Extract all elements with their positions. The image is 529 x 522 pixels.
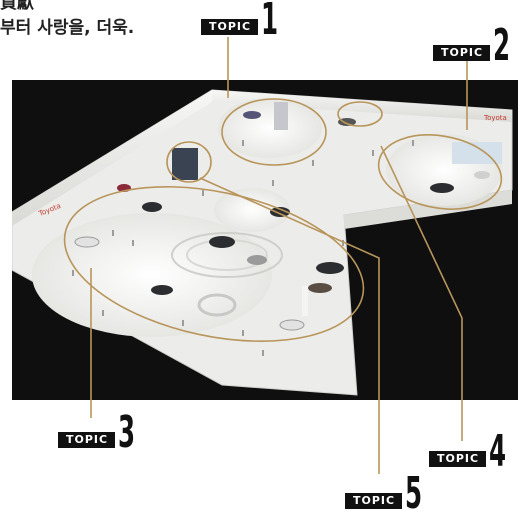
leader-topic-5 (199, 177, 380, 474)
topic-tag: TOPIC (58, 432, 116, 448)
topic-highlights (63, 98, 503, 342)
topic-4-label: TOPIC 4 (429, 426, 511, 477)
highlight-topic-5 (166, 141, 212, 183)
leader-topic-4 (380, 145, 463, 441)
highlight-topic-2 (377, 134, 503, 210)
topic-number: 2 (493, 20, 511, 71)
display-panel-topic-2 (452, 142, 502, 164)
topic-2-label: TOPIC 2 (433, 20, 515, 71)
topic-tag: TOPIC (201, 19, 259, 35)
headline: 貢獻 부터 사랑을, 더욱. (0, 0, 134, 41)
booth-illustration: Toyota Toyota (12, 89, 513, 396)
topic-number: 1 (261, 0, 279, 45)
topic-1-label: TOPIC 1 (201, 0, 283, 45)
topic-number: 3 (118, 407, 136, 458)
visitors (72, 140, 414, 356)
display-cube-center (172, 148, 198, 180)
topic-number: 5 (405, 468, 423, 519)
booth-wall-left (12, 90, 212, 226)
highlight-topic-1 (221, 98, 327, 166)
stage-center (214, 188, 290, 232)
display-tower-topic-1 (274, 102, 288, 130)
car-models (74, 111, 490, 331)
topic-tag: TOPIC (433, 45, 491, 61)
topic-number: 4 (489, 426, 507, 477)
topic-3-label: TOPIC 3 (58, 407, 140, 458)
highlight-topic-3 (63, 186, 365, 342)
topic-tag: TOPIC (345, 493, 403, 509)
headline-line-1: 貢獻 (0, 0, 34, 13)
booth-sign-right: Toyota (483, 114, 507, 122)
topic-5-label: TOPIC 5 (345, 468, 427, 519)
booth-wall-right (212, 90, 512, 122)
topic-tag: TOPIC (429, 451, 487, 467)
booth-overview-image: Toyota Toyota (12, 80, 518, 400)
headline-line-2: 부터 사랑을, 더욱. (0, 18, 135, 38)
highlight-topic-4 (337, 101, 383, 127)
